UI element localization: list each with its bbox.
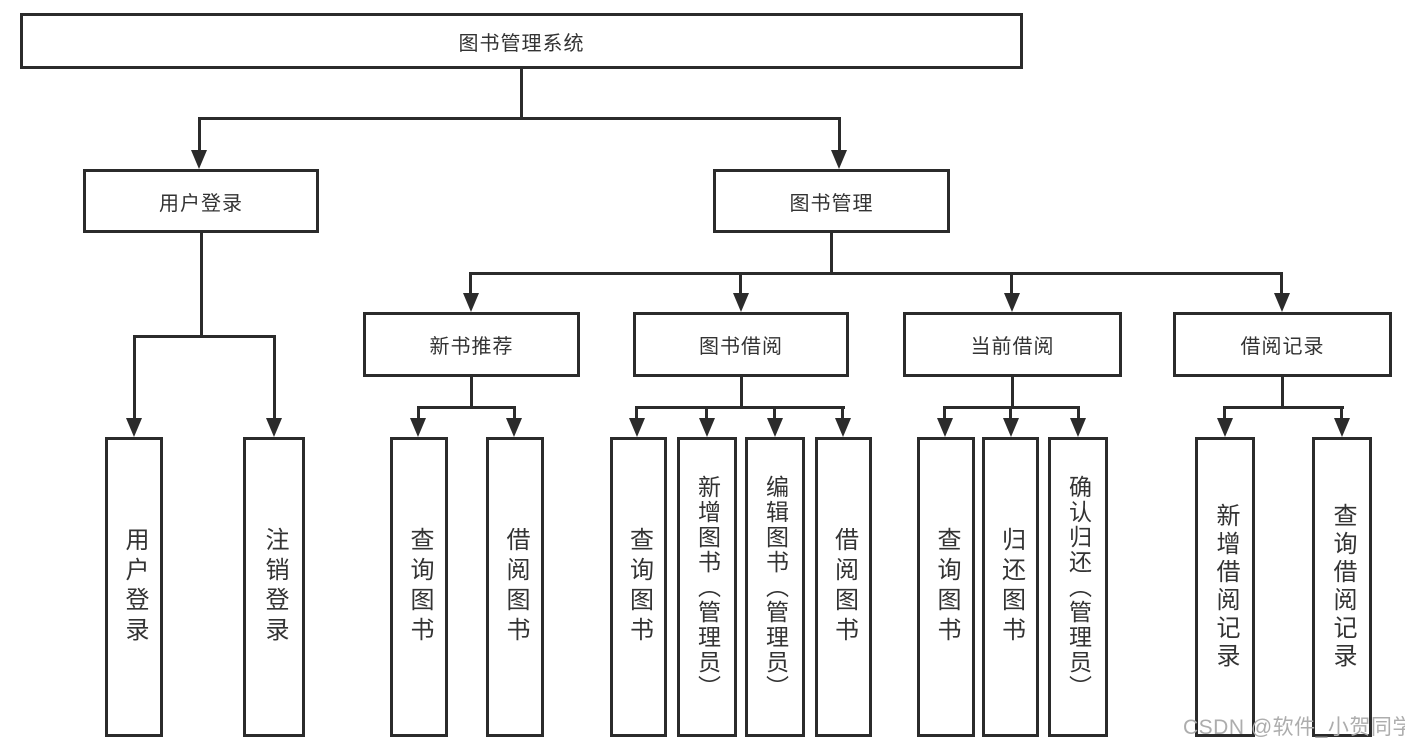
- connector-drop-current-borrow: [1010, 272, 1013, 296]
- node-current-borrow: 当前借阅: [903, 312, 1122, 377]
- connector-drop-leaf: [705, 406, 708, 421]
- leaf-confirm-return-admin-label: 确认归还（管理员）: [1065, 474, 1092, 700]
- arrowhead-down-icon: [831, 150, 847, 169]
- connector-drop-new-book-rec: [469, 272, 472, 296]
- connector-book-borrow-branch: [635, 406, 845, 409]
- leaf-edit-book-admin: 编辑图书（管理员）: [745, 437, 805, 737]
- leaf-borrow-book-b-label: 借阅图书: [830, 527, 858, 647]
- connector-drop-leaf: [417, 406, 420, 421]
- connector-drop-leaf: [943, 406, 946, 421]
- connector-root-branch: [198, 117, 841, 120]
- leaf-return-book-label: 归还图书: [997, 527, 1025, 647]
- leaf-query-borrow-record-label: 查询借阅记录: [1329, 503, 1356, 671]
- leaf-edit-book-admin-label: 编辑图书（管理员）: [762, 474, 789, 700]
- leaf-borrow-book-a: 借阅图书: [486, 437, 544, 737]
- arrowhead-down-icon: [699, 418, 715, 437]
- csdn-watermark: CSDN @软件_小贺同学: [1183, 716, 1405, 739]
- connector-new-book-rec-branch: [417, 406, 516, 409]
- leaf-query-borrow-record: 查询借阅记录: [1312, 437, 1372, 737]
- leaf-return-book: 归还图书: [982, 437, 1039, 737]
- leaf-add-book-admin-label: 新增图书（管理员）: [694, 474, 721, 700]
- arrowhead-down-icon: [126, 418, 142, 437]
- connector-drop-user-login: [198, 117, 201, 153]
- leaf-confirm-return-admin: 确认归还（管理员）: [1048, 437, 1108, 737]
- arrowhead-down-icon: [1070, 418, 1086, 437]
- leaf-logout-label: 注销登录: [261, 527, 288, 647]
- leaf-add-borrow-record: 新增借阅记录: [1195, 437, 1255, 737]
- connector-drop-borrow-records: [1280, 272, 1283, 296]
- leaf-query-book-b-label: 查询图书: [625, 527, 653, 647]
- arrowhead-down-icon: [733, 293, 749, 312]
- node-current-borrow-label: 当前借阅: [970, 336, 1055, 358]
- node-user-login-label: 用户登录: [159, 192, 243, 215]
- node-borrow-records: 借阅记录: [1173, 312, 1392, 377]
- connector-current-borrow-stem: [1011, 377, 1014, 409]
- leaf-borrow-book-b: 借阅图书: [815, 437, 872, 737]
- connector-drop-leaf: [273, 335, 276, 421]
- arrowhead-down-icon: [835, 418, 851, 437]
- arrowhead-down-icon: [506, 418, 522, 437]
- leaf-query-book-a-label: 查询图书: [406, 527, 433, 647]
- leaf-borrow-book-a-label: 借阅图书: [502, 527, 529, 647]
- arrowhead-down-icon: [1004, 293, 1020, 312]
- leaf-query-book-c-label: 查询图书: [933, 527, 960, 647]
- node-new-book-rec-label: 新书推荐: [429, 336, 514, 358]
- arrowhead-down-icon: [463, 293, 479, 312]
- arrowhead-down-icon: [1334, 418, 1350, 437]
- connector-drop-leaf: [133, 335, 136, 421]
- node-book-mgmt-label: 图书管理: [789, 192, 874, 215]
- node-root: 图书管理系统: [20, 13, 1023, 69]
- connector-drop-leaf: [1077, 406, 1080, 421]
- arrowhead-down-icon: [629, 418, 645, 437]
- arrowhead-down-icon: [937, 418, 953, 437]
- connector-borrow-records-branch: [1223, 406, 1344, 409]
- connector-drop-leaf: [1340, 406, 1343, 421]
- connector-user-login-stem: [200, 233, 203, 338]
- node-new-book-rec: 新书推荐: [363, 312, 580, 377]
- connector-drop-leaf: [1223, 406, 1226, 421]
- leaf-add-borrow-record-label: 新增借阅记录: [1212, 503, 1239, 671]
- node-root-label: 图书管理系统: [458, 32, 585, 55]
- arrowhead-down-icon: [266, 418, 282, 437]
- node-borrow-records-label: 借阅记录: [1240, 336, 1325, 358]
- leaf-query-book-a: 查询图书: [390, 437, 448, 737]
- connector-drop-leaf: [513, 406, 516, 421]
- connector-book-borrow-stem: [740, 377, 743, 409]
- connector-drop-leaf: [841, 406, 844, 421]
- leaf-query-book-c: 查询图书: [917, 437, 975, 737]
- connector-drop-book-mgmt: [838, 117, 841, 153]
- leaf-user-login: 用户登录: [105, 437, 163, 737]
- connector-user-login-branch: [133, 335, 276, 338]
- connector-borrow-records-stem: [1281, 377, 1284, 409]
- arrowhead-down-icon: [767, 418, 783, 437]
- connector-new-book-rec-stem: [470, 377, 473, 409]
- connector-drop-leaf: [773, 406, 776, 421]
- connector-book-mgmt-branch: [469, 272, 1283, 275]
- connector-drop-book-borrow: [739, 272, 742, 296]
- leaf-add-book-admin: 新增图书（管理员）: [677, 437, 737, 737]
- node-book-borrow: 图书借阅: [633, 312, 849, 377]
- connector-book-mgmt-stem: [830, 233, 833, 275]
- arrowhead-down-icon: [1003, 418, 1019, 437]
- arrowhead-down-icon: [410, 418, 426, 437]
- connector-root-stem: [520, 69, 523, 120]
- node-user-login: 用户登录: [83, 169, 319, 233]
- leaf-query-book-b: 查询图书: [610, 437, 667, 737]
- node-book-mgmt: 图书管理: [713, 169, 950, 233]
- arrowhead-down-icon: [191, 150, 207, 169]
- connector-drop-leaf: [635, 406, 638, 421]
- arrowhead-down-icon: [1274, 293, 1290, 312]
- connector-drop-leaf: [1009, 406, 1012, 421]
- arrowhead-down-icon: [1217, 418, 1233, 437]
- node-book-borrow-label: 图书借阅: [699, 336, 783, 358]
- leaf-user-login-label: 用户登录: [121, 527, 148, 647]
- leaf-logout: 注销登录: [243, 437, 305, 737]
